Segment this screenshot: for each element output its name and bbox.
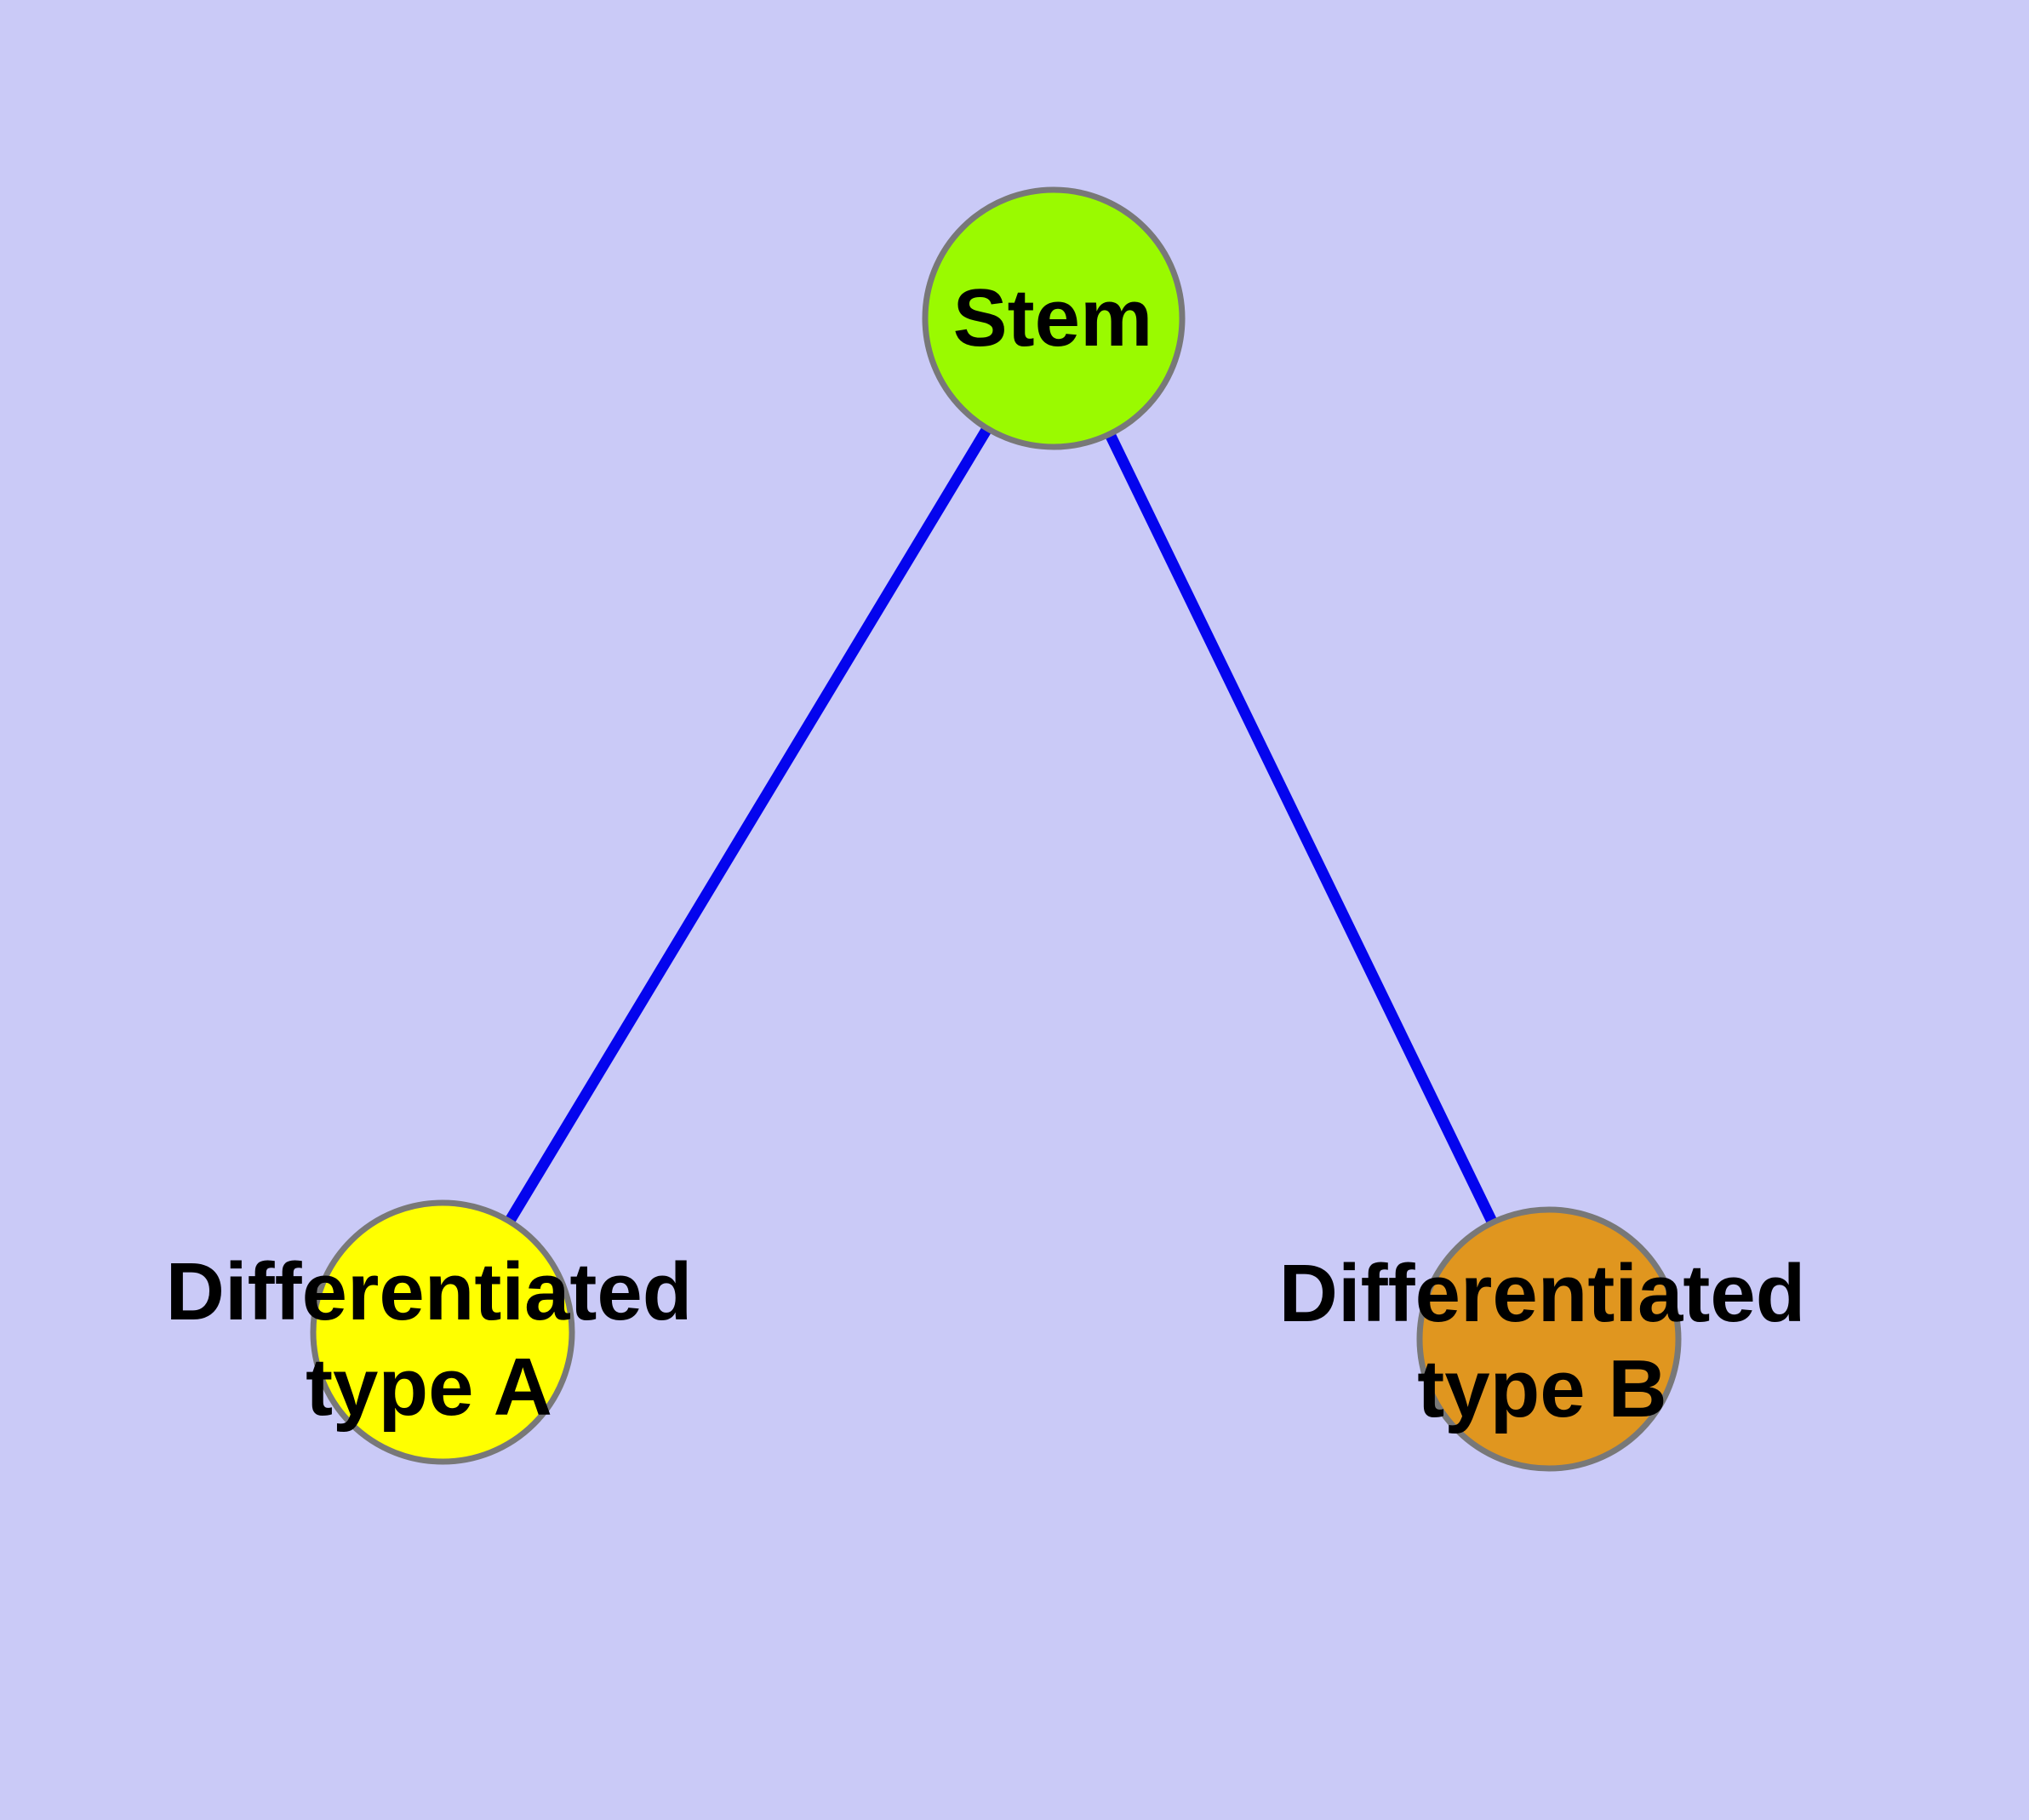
edge-stem-to-type-b (1049, 316, 1554, 1342)
node-type-a-label-line-1: Differentiated (165, 1246, 693, 1337)
node-type-b-circle (1416, 1206, 1682, 1472)
node-type-a-circle (310, 1199, 575, 1465)
node-type-b-label-line-2: type B (1417, 1343, 1667, 1434)
node-stem-circle (922, 186, 1186, 450)
node-type-a-label: Differentiated type A (166, 1245, 693, 1435)
edge-stem-to-type-a (437, 315, 1059, 1336)
node-type-a-label-line-2: type A (306, 1342, 552, 1433)
node-type-b-label: Differentiated type B (1279, 1246, 1806, 1437)
node-type-b-label-line-1: Differentiated (1278, 1248, 1806, 1339)
node-stem-label: Stem (952, 272, 1153, 363)
